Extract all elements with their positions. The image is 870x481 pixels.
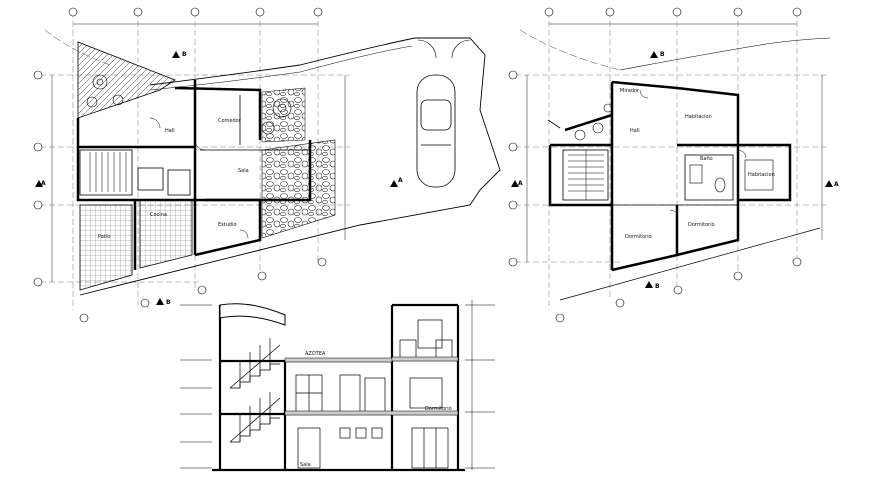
room-label-dormitorio-1: Dormitorio [625, 234, 652, 240]
ground-stair [89, 152, 127, 192]
section-label-dormitorio: Dormitorio [425, 406, 452, 412]
upper-dimension-lines [526, 23, 823, 262]
section-roof-curve [219, 303, 286, 326]
upper-bathroom-fixtures [689, 159, 774, 193]
ground-axis-bubbles [33, 7, 327, 323]
upper-property-arc [519, 29, 621, 71]
ground-section-markers [35, 51, 398, 305]
room-label-bano: Baño [700, 156, 713, 162]
upper-mark-a-left: A [518, 180, 523, 187]
ground-floor-plan: A A B B Comedor Hall Sala Estudio Cocina… [33, 7, 501, 323]
garden-hatch [77, 41, 176, 119]
upper-mark-b-bottom: B [655, 283, 660, 290]
car-symbol [416, 74, 456, 188]
ground-doors [149, 117, 249, 239]
kitchen-tiles [139, 199, 193, 269]
stone-paving [261, 139, 336, 239]
upper-section-markers [511, 51, 833, 288]
section-mark-b-top: B [182, 51, 187, 58]
room-label-hall: Hall [165, 128, 175, 134]
ground-dimension-lines [51, 23, 346, 282]
ground-thin-walls [79, 95, 310, 196]
upper-doors [639, 89, 747, 219]
section-label-sala: Sala [300, 462, 311, 468]
patio-tiles [79, 204, 133, 291]
section-mark-a-right: A [398, 177, 403, 184]
room-label-dormitorio-2: Dormitorio [688, 222, 715, 228]
lot-boundary [79, 37, 501, 296]
upper-plants [574, 103, 613, 141]
room-label-comedor: Comedor [218, 118, 242, 124]
section-level-lines-right [465, 300, 495, 470]
section-mark-b-bottom: B [166, 299, 171, 306]
upper-boundary-bottom [559, 227, 821, 301]
room-label-upper-hall: Hall [630, 128, 640, 134]
room-label-sala: Sala [238, 168, 249, 174]
room-label-cocina: Cocina [150, 212, 167, 218]
section-slabs [284, 356, 459, 416]
upper-grid-lines [515, 12, 830, 310]
section-structure [212, 303, 465, 472]
upper-mark-b-top: B [660, 51, 665, 58]
gate-symbol [417, 39, 471, 59]
building-section: AZOTEA Dormitorio Sala [180, 300, 495, 472]
section-stair [229, 338, 281, 443]
room-label-mirador: Mirador [620, 88, 640, 94]
room-label-patio: Patio [98, 234, 110, 240]
upper-curve-top [619, 37, 831, 71]
room-label-habitacion-1: Habitacion [685, 114, 712, 120]
section-level-lines-left [180, 304, 212, 469]
room-label-habitacion-2: Habitacion [748, 172, 775, 178]
upper-mark-a-right: A [834, 181, 839, 188]
upper-walls [548, 80, 792, 272]
upper-stair [568, 150, 604, 200]
stone-paving-top [261, 87, 306, 143]
section-openings [295, 319, 453, 469]
upper-thin-walls [547, 119, 738, 206]
upper-axis-bubbles [508, 7, 802, 323]
section-label-azotea: AZOTEA [305, 351, 326, 357]
section-mark-a-left: A [41, 180, 46, 187]
upper-floor-plan: A A B B Mirador Hall Habitacion Habitaci… [508, 7, 839, 323]
room-label-estudio: Estudio [218, 222, 237, 228]
